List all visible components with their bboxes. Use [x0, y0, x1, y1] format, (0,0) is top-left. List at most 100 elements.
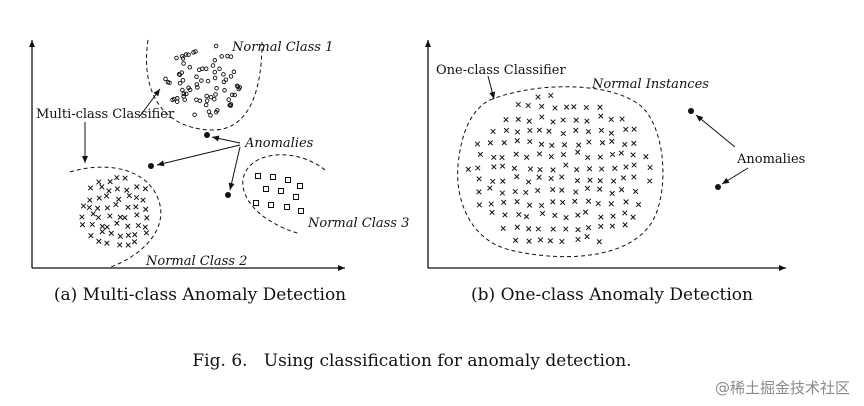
cross-point: [622, 222, 628, 228]
cross-point: [585, 154, 591, 161]
cross-point: [107, 179, 113, 185]
cross-point: [596, 239, 602, 245]
cross-point: [612, 165, 618, 171]
cross-point: [122, 175, 128, 181]
circle-point: [195, 85, 200, 90]
cross-point: [610, 178, 617, 184]
cross-point: [526, 202, 533, 208]
circle-point: [214, 85, 219, 91]
circle-point: [186, 85, 191, 91]
cross-point: [96, 195, 102, 201]
cross-point: [143, 230, 150, 236]
circle-point: [226, 97, 231, 102]
cross-point: [573, 117, 579, 123]
cross-point: [525, 179, 532, 185]
cross-point: [99, 228, 105, 235]
cross-point: [630, 152, 636, 158]
cross-point: [547, 238, 554, 244]
cross-point: [584, 233, 590, 240]
cross-point: [609, 190, 615, 197]
cross-point: [536, 127, 543, 133]
circle-point: [210, 63, 216, 68]
circle-point: [225, 53, 230, 59]
cross-point: [465, 166, 471, 172]
cross-point: [585, 224, 592, 231]
cross-point: [525, 102, 531, 109]
cross-point: [487, 140, 494, 146]
cross-point: [647, 178, 653, 184]
cross-point: [609, 151, 616, 158]
cross-point: [582, 209, 589, 215]
cross-point: [104, 224, 110, 230]
square-point: [284, 204, 290, 210]
circle-point: [203, 66, 209, 71]
circle-point: [200, 66, 205, 72]
circle-point: [212, 75, 218, 81]
cross-point: [95, 214, 102, 221]
cross-point: [552, 105, 558, 111]
cross-point: [89, 221, 95, 228]
circle-point: [194, 74, 199, 80]
anomaly-arrow: [695, 114, 736, 148]
circle-point: [228, 74, 234, 79]
cross-point: [546, 128, 552, 134]
cross-point: [623, 164, 629, 170]
anomaly-arrow: [156, 144, 241, 167]
class-2-boundary: [69, 166, 162, 269]
class-1-boundary: [146, 39, 263, 131]
circle-point: [219, 54, 224, 59]
cross-point: [500, 225, 506, 232]
cross-point: [560, 130, 567, 137]
circle-point: [187, 65, 193, 70]
cross-point: [489, 209, 495, 216]
cross-point: [537, 166, 543, 173]
class-3-points: [253, 173, 304, 214]
cross-point: [526, 118, 532, 124]
label-anomalies-a: Anomalies: [244, 136, 314, 151]
cross-point: [535, 187, 541, 194]
cross-point: [573, 189, 579, 195]
square-point: [268, 202, 274, 208]
label-one-class-classifier: One-class Classifier: [436, 63, 567, 78]
cross-point: [563, 214, 569, 221]
circle-point: [174, 55, 179, 61]
anomaly-arrow: [721, 167, 749, 185]
cross-point: [103, 193, 110, 199]
cross-point: [597, 178, 603, 184]
cross-point: [523, 214, 530, 220]
cross-point: [608, 116, 614, 123]
cross-point: [523, 189, 529, 196]
cross-point: [535, 226, 541, 232]
cross-point: [563, 226, 569, 232]
label-multi-class-classifier: Multi-class Classifier: [36, 107, 175, 122]
cross-point: [126, 192, 132, 199]
cross-point: [620, 175, 627, 181]
cross-point: [599, 140, 606, 146]
cross-point: [610, 213, 616, 219]
cross-point: [488, 201, 494, 207]
cross-point: [574, 166, 580, 173]
cross-point: [476, 189, 482, 195]
cross-point: [597, 154, 603, 160]
circle-point: [228, 102, 234, 107]
cross-point: [538, 202, 545, 209]
circle-point: [186, 52, 191, 57]
circle-point: [217, 66, 222, 72]
circle-point: [203, 102, 209, 108]
circle-point: [181, 91, 187, 97]
cross-point: [559, 238, 565, 245]
cross-point: [550, 167, 556, 173]
cross-point: [548, 175, 554, 182]
cross-point: [106, 188, 112, 194]
circle-point: [180, 87, 185, 93]
cross-point: [609, 138, 615, 144]
cross-point: [631, 126, 637, 132]
cross-point: [539, 210, 546, 217]
cross-point: [595, 200, 601, 207]
circle-point: [180, 56, 186, 61]
cross-point: [514, 129, 521, 135]
cross-point: [125, 223, 131, 229]
cross-point: [526, 238, 532, 244]
cross-point: [117, 233, 123, 239]
circle-point: [177, 80, 183, 86]
